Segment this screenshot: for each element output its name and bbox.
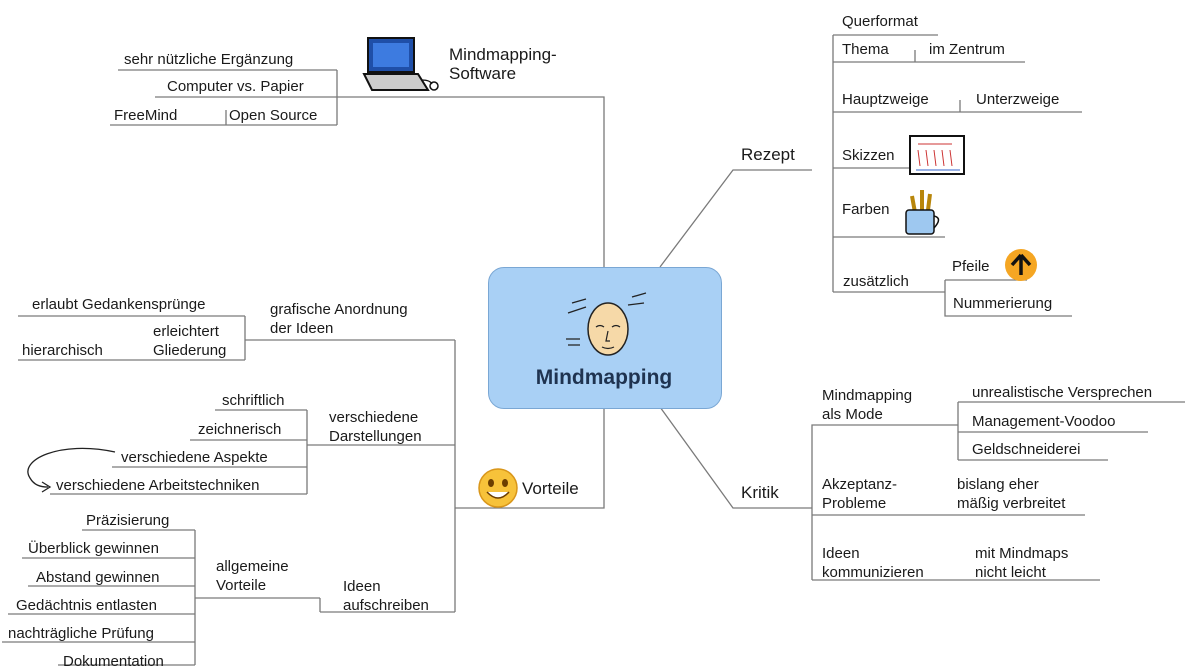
vorteile-gliederung[interactable]: erleichtert Gliederung: [153, 323, 227, 359]
darstellung-schriftlich[interactable]: schriftlich: [222, 392, 285, 409]
allgemein-abstand[interactable]: Abstand gewinnen: [36, 569, 160, 586]
rezept-unterzweige[interactable]: Unterzweige: [976, 91, 1060, 108]
rezept-nummerierung[interactable]: Nummerierung: [953, 295, 1053, 312]
allgemein-praezisierung[interactable]: Präzisierung: [86, 512, 170, 529]
kritik-mode[interactable]: Mindmapping als Mode: [822, 387, 913, 423]
rezept-hauptzweige[interactable]: Hauptzweige: [842, 91, 929, 108]
vorteile-grafisch[interactable]: grafische Anordnung der Ideen: [270, 301, 408, 337]
pencil-cup-icon: [905, 190, 940, 235]
allgemein-dokumentation[interactable]: Dokumentation: [63, 653, 164, 670]
vorteile-aufschreiben[interactable]: Ideen aufschreiben: [343, 578, 429, 614]
laptop-icon: [362, 37, 439, 91]
darstellung-zeichnerisch[interactable]: zeichnerisch: [198, 421, 282, 438]
kritik-ideen-item[interactable]: mit Mindmaps nicht leicht: [975, 545, 1069, 581]
up-arrow-icon: [1005, 249, 1037, 281]
vorteile-darstellungen[interactable]: verschiedene Darstellungen: [329, 409, 422, 445]
branch-rezept[interactable]: Rezept: [741, 145, 795, 164]
rezept-farben[interactable]: Farben: [842, 201, 890, 218]
vorteile-hierarchisch[interactable]: hierarchisch: [22, 342, 103, 359]
rezept-skizzen[interactable]: Skizzen: [842, 147, 895, 164]
software-item-4[interactable]: Open Source: [229, 107, 318, 124]
rezept-pfeile[interactable]: Pfeile: [952, 258, 990, 275]
vorteile-gedankenspruenge[interactable]: erlaubt Gedankensprünge: [32, 296, 206, 313]
rezept-querformat[interactable]: Querformat: [842, 13, 918, 30]
kritik-mode-item-1[interactable]: unrealistische Versprechen: [972, 384, 1153, 401]
kritik-mode-item-3[interactable]: Geldschneiderei: [972, 441, 1081, 458]
kritik-akzeptanz[interactable]: Akzeptanz- Probleme: [822, 476, 898, 512]
software-item-3[interactable]: FreeMind: [114, 107, 178, 124]
software-item-1[interactable]: sehr nützliche Ergänzung: [124, 51, 294, 68]
rezept-thema[interactable]: Thema: [842, 41, 889, 58]
darstellung-aspekte[interactable]: verschiedene Aspekte: [121, 449, 268, 466]
central-topic: Mindmapping: [535, 366, 673, 389]
smiley-icon: [478, 468, 518, 508]
software-item-2[interactable]: Computer vs. Papier: [167, 78, 304, 95]
kritik-mode-item-2[interactable]: Management-Voodoo: [972, 413, 1116, 430]
allgemein-ueberblick[interactable]: Überblick gewinnen: [28, 540, 159, 557]
allgemein-gedaechtnis[interactable]: Gedächtnis entlasten: [16, 597, 157, 614]
branch-kritik[interactable]: Kritik: [741, 483, 779, 502]
thinking-head-icon: [566, 292, 647, 356]
branch-software[interactable]: Mindmapping- Software: [449, 45, 557, 83]
sketch-icon: [909, 135, 965, 175]
allgemein-pruefung[interactable]: nachträgliche Prüfung: [8, 625, 154, 642]
vorteile-allgemein[interactable]: allgemeine Vorteile: [216, 558, 289, 594]
rezept-zusaetzlich[interactable]: zusätzlich: [843, 273, 909, 290]
rezept-im-zentrum[interactable]: im Zentrum: [929, 41, 1005, 58]
kritik-akzeptanz-item[interactable]: bislang eher mäßig verbreitet: [957, 476, 1066, 512]
kritik-ideen[interactable]: Ideen kommunizieren: [822, 545, 924, 581]
darstellung-arbeitstechniken[interactable]: verschiedene Arbeitstechniken: [56, 477, 260, 494]
branch-vorteile[interactable]: Vorteile: [522, 479, 579, 498]
